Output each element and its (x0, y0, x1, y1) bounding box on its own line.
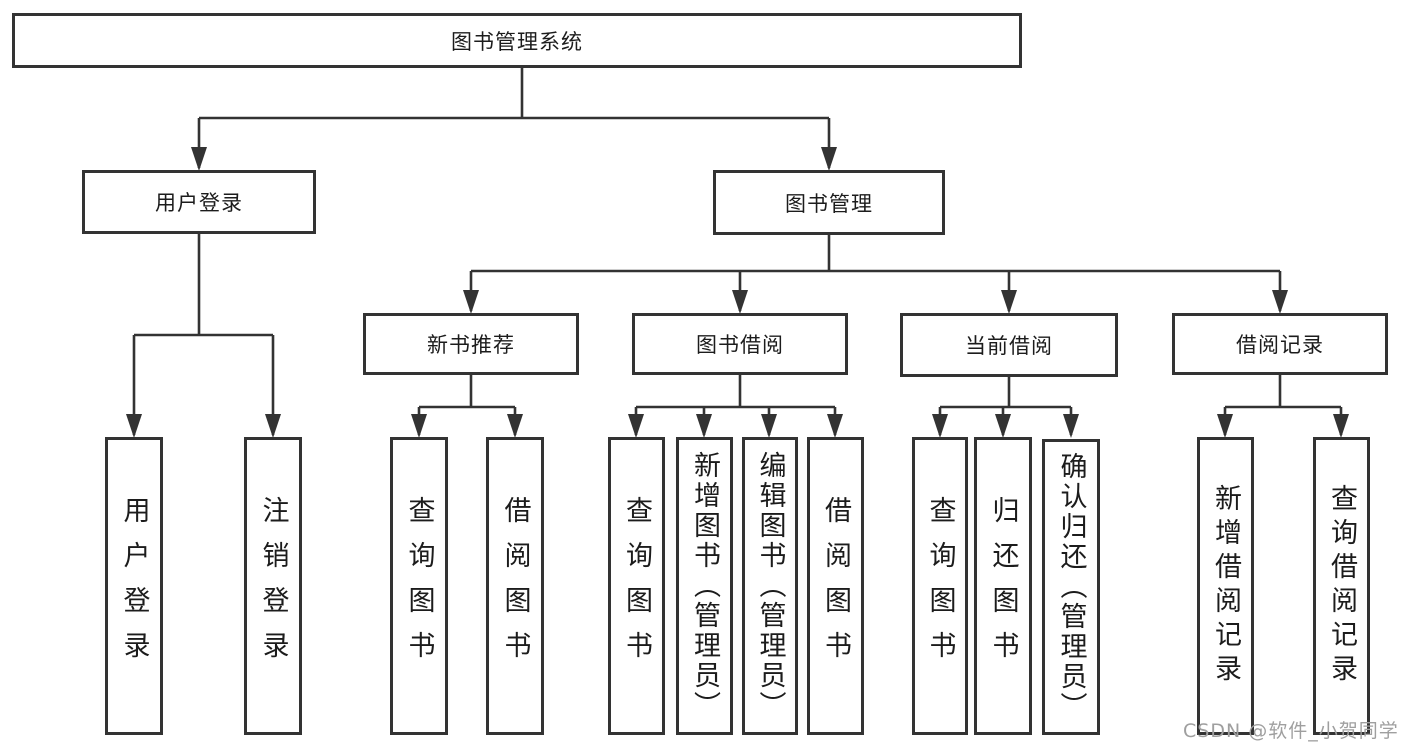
csdn-watermark: CSDN @软件_小贺同学 (1183, 720, 1399, 742)
node-new-book-recommendation: 新书推荐 (363, 313, 579, 375)
leaf-query-books-b: 查询图书 (608, 437, 665, 735)
node-borrowing-records: 借阅记录 (1172, 313, 1388, 375)
leaf-add-borrow-record: 新增借阅记录 (1197, 437, 1254, 735)
leaf-user-login: 用户登录 (105, 437, 163, 735)
leaf-confirm-return-admin: 确认归还（管理员） (1042, 439, 1100, 735)
leaf-logout: 注销登录 (244, 437, 302, 735)
leaf-add-book-admin: 新增图书（管理员） (676, 437, 733, 735)
node-library-management-system: 图书管理系统 (12, 13, 1022, 68)
node-book-management: 图书管理 (713, 170, 945, 235)
leaf-query-books-a: 查询图书 (390, 437, 448, 735)
leaf-query-borrow-record: 查询借阅记录 (1313, 437, 1370, 735)
leaf-borrow-books-b: 借阅图书 (807, 437, 864, 735)
leaf-return-book: 归还图书 (974, 437, 1032, 735)
node-current-borrowing: 当前借阅 (900, 313, 1118, 377)
node-user-login: 用户登录 (82, 170, 316, 234)
leaf-query-books-c: 查询图书 (912, 437, 968, 735)
arrowhead-icons (126, 147, 1349, 438)
node-book-borrowing: 图书借阅 (632, 313, 848, 375)
leaf-edit-book-admin: 编辑图书（管理员） (742, 437, 798, 735)
leaf-borrow-books-a: 借阅图书 (486, 437, 544, 735)
